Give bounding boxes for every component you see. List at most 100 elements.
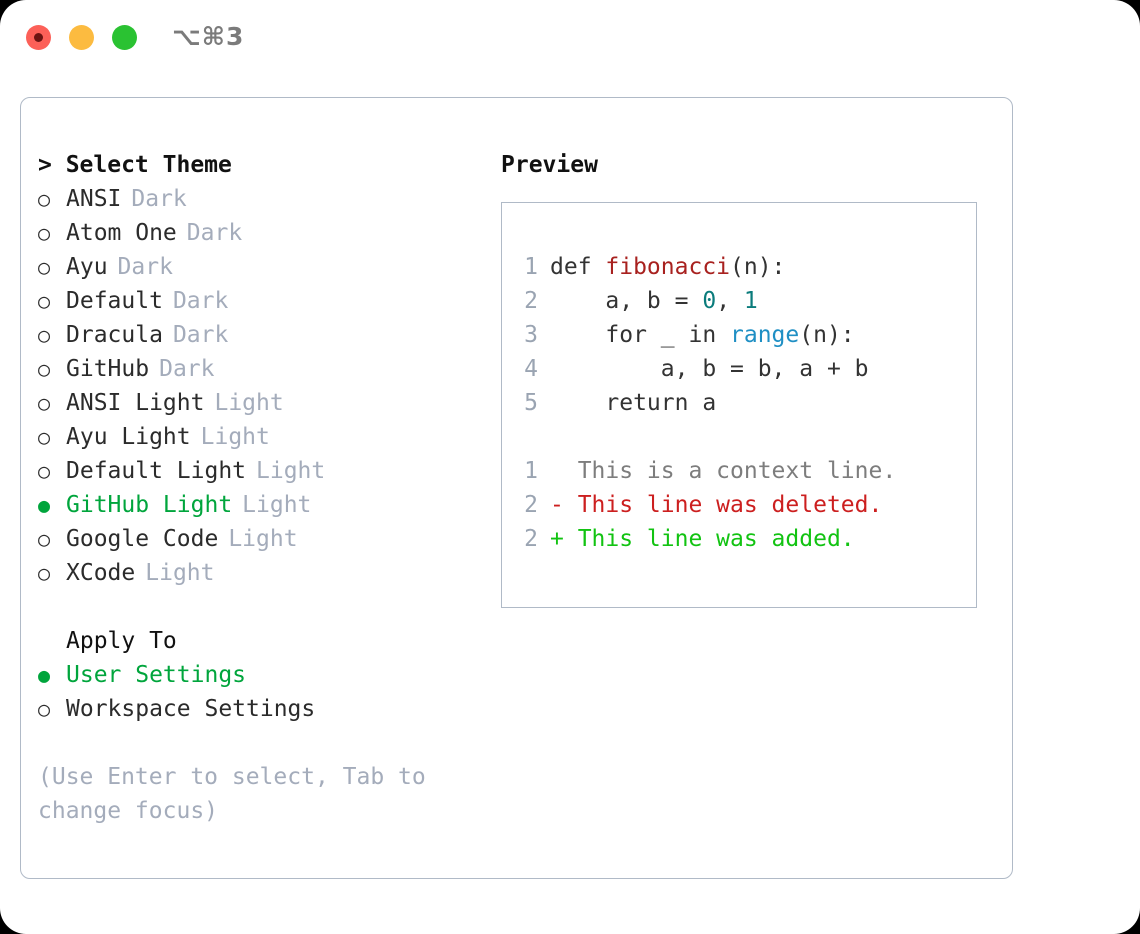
radio-unselected-icon: ○ (38, 357, 51, 381)
theme-option-label: ANSI (66, 186, 122, 212)
radio-selected-icon: ● (38, 663, 51, 687)
apply-to-option-label: User Settings (66, 662, 247, 688)
code-line: 2 a, b = 0, 1 (512, 284, 970, 318)
diff-text: - This line was deleted. (550, 488, 882, 522)
token: (n): (730, 254, 786, 280)
radio-unselected-icon: ○ (38, 323, 51, 347)
apply-to-header: ○ Apply To (38, 624, 488, 658)
theme-option-label: Ayu (66, 254, 108, 280)
theme-option-google-code[interactable]: ○ Google Code Light (38, 522, 488, 556)
theme-option-category: Dark (131, 186, 187, 212)
theme-option-category: Light (228, 526, 298, 552)
radio-unselected-icon: ○ (38, 289, 51, 313)
token: range (730, 322, 800, 348)
apply-to-option-workspace-settings[interactable]: ○Workspace Settings (38, 692, 488, 726)
close-button[interactable] (26, 25, 51, 50)
code-text: def fibonacci(n): (550, 250, 785, 284)
token: return a (550, 390, 717, 416)
radio-unselected-icon: ○ (38, 255, 51, 279)
theme-option-category: Dark (172, 288, 229, 314)
apply-to-list[interactable]: ● User Settings ○Workspace Settings (38, 658, 488, 726)
theme-option-category: Light (145, 560, 215, 586)
token: (n): (799, 322, 855, 348)
preview-title: Preview (501, 152, 598, 178)
theme-option-label: ANSI Light (66, 390, 205, 416)
code-text: a, b = 0, 1 (550, 284, 758, 318)
code-text: return a (550, 386, 716, 420)
theme-option-ansi-light[interactable]: ○ ANSI Light Light (38, 386, 488, 420)
theme-option-ayu[interactable]: ○ Ayu Dark (38, 250, 488, 284)
diff-line: 1 This is a context line. (512, 454, 970, 488)
theme-option-github-light[interactable]: ● GitHub Light Light (38, 488, 488, 522)
diff-text: This is a context line. (550, 454, 897, 488)
radio-unselected-icon: ○ (38, 527, 51, 551)
token: def (550, 254, 606, 280)
code-line: 3 for _ in range(n): (512, 318, 970, 352)
theme-option-category: Dark (186, 220, 243, 246)
code-text: for _ in range(n): (550, 318, 855, 352)
radio-unselected-icon: ○ (38, 221, 51, 245)
code-line: 5 return a (512, 386, 970, 420)
diff-line: 2- This line was deleted. (512, 488, 970, 522)
line-number: 1 (524, 254, 538, 280)
theme-option-label: Google Code (66, 526, 219, 552)
theme-option-category: Light (242, 492, 312, 518)
radio-unselected-icon: ○ (38, 697, 51, 721)
radio-unselected-icon: ○ (38, 425, 51, 449)
line-number: 4 (524, 356, 538, 382)
theme-option-category: Light (200, 424, 270, 450)
token: This is a context line. (550, 458, 897, 484)
theme-option-label: Default Light (66, 458, 247, 484)
token: 1 (743, 288, 758, 314)
title-bar: ⌥⌘3 (0, 0, 1140, 78)
token: fibonacci (605, 254, 731, 280)
token: , (716, 288, 744, 314)
diff-sample: 1 This is a context line.2- This line wa… (512, 454, 970, 556)
diff-text: + This line was added. (550, 522, 855, 556)
traffic-lights (26, 25, 137, 50)
token: a, b = b, a + b (550, 356, 869, 382)
line-number: 3 (524, 322, 538, 348)
spacer (512, 420, 970, 454)
theme-option-category: Dark (159, 356, 215, 382)
theme-option-category: Dark (117, 254, 173, 280)
select-theme-header: > Select Theme (38, 152, 232, 178)
radio-unselected-icon: ○ (38, 391, 51, 415)
radio-selected-icon: ● (38, 493, 51, 517)
token: 0 (702, 288, 717, 314)
token: a, b = (550, 288, 703, 314)
line-number: 1 (524, 458, 538, 484)
radio-unselected-icon: ○ (38, 561, 51, 585)
line-number: 2 (524, 526, 538, 552)
spacer (38, 726, 488, 760)
theme-option-label: GitHub Light (66, 492, 233, 518)
token: + This line was added. (550, 526, 855, 552)
radio-unselected-icon: ○ (38, 459, 51, 483)
code-line: 4 a, b = b, a + b (512, 352, 970, 386)
minimize-button[interactable] (69, 25, 94, 50)
line-number: 5 (524, 390, 538, 416)
code-text: a, b = b, a + b (550, 352, 869, 386)
theme-option-category: Light (214, 390, 284, 416)
maximize-button[interactable] (112, 25, 137, 50)
apply-to-option-user-settings[interactable]: ● User Settings (38, 658, 488, 692)
apply-to-header-label: Apply To (66, 628, 177, 654)
theme-option-label: Dracula (66, 322, 163, 348)
apply-to-header-marker-placeholder: ○ (38, 624, 66, 658)
line-number: 2 (524, 288, 538, 314)
token: for _ in (550, 322, 731, 348)
